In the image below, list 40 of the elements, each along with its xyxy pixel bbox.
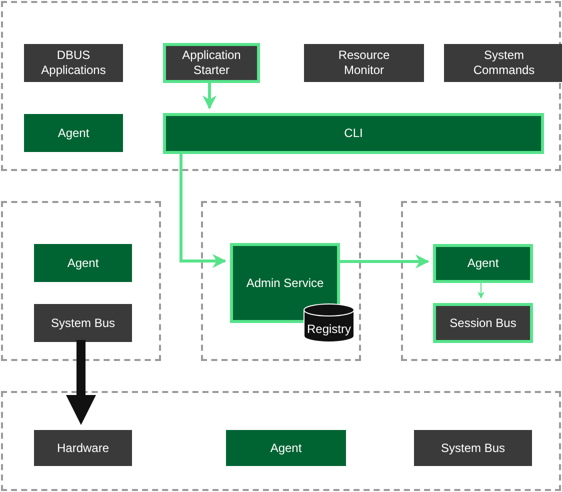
- node-label: Agent: [67, 256, 99, 270]
- highlighted-box: [433, 303, 533, 343]
- thick-arrow: [66, 340, 96, 425]
- node-label: Application Starter: [181, 48, 242, 78]
- highlighted-box: [433, 244, 533, 283]
- dashed-group-frame: [401, 201, 561, 361]
- node-label: Admin Service: [246, 276, 324, 290]
- process-box: [34, 430, 132, 466]
- highlighted-box: [163, 43, 260, 83]
- arrow: [180, 152, 226, 268]
- node-label: System Commands: [472, 48, 536, 78]
- arrow: [478, 280, 484, 299]
- process-box: [304, 44, 424, 82]
- arrow: [338, 254, 430, 268]
- process-box: [24, 44, 123, 82]
- node-label: Agent: [270, 440, 302, 456]
- process-box: [414, 430, 532, 466]
- process-box: [34, 304, 132, 342]
- node-label: Session Bus: [450, 316, 516, 330]
- node-label: Resource Monitor: [337, 48, 391, 78]
- dashed-group-frame: [1, 201, 161, 361]
- highlighted-box: [230, 243, 340, 323]
- dashed-group-frame: [1, 1, 561, 171]
- node-label: CLI: [344, 126, 363, 141]
- database-cylinder: [303, 303, 355, 343]
- node-label: System Bus: [440, 440, 506, 456]
- node-label: Registry: [306, 322, 351, 336]
- node-label: System Bus: [50, 316, 116, 330]
- process-box: [444, 44, 562, 82]
- node-label: DBUS Applications: [40, 48, 107, 78]
- process-box: [34, 244, 132, 282]
- arrow: [202, 81, 216, 110]
- node-label: Agent: [58, 126, 90, 140]
- process-box: [24, 114, 123, 152]
- node-label: Hardware: [56, 440, 110, 456]
- node-label: Agent: [467, 256, 499, 271]
- process-box: [226, 430, 346, 466]
- highlighted-box: [163, 113, 544, 154]
- dashed-group-frame: [201, 201, 361, 361]
- dashed-group-frame: [1, 391, 561, 491]
